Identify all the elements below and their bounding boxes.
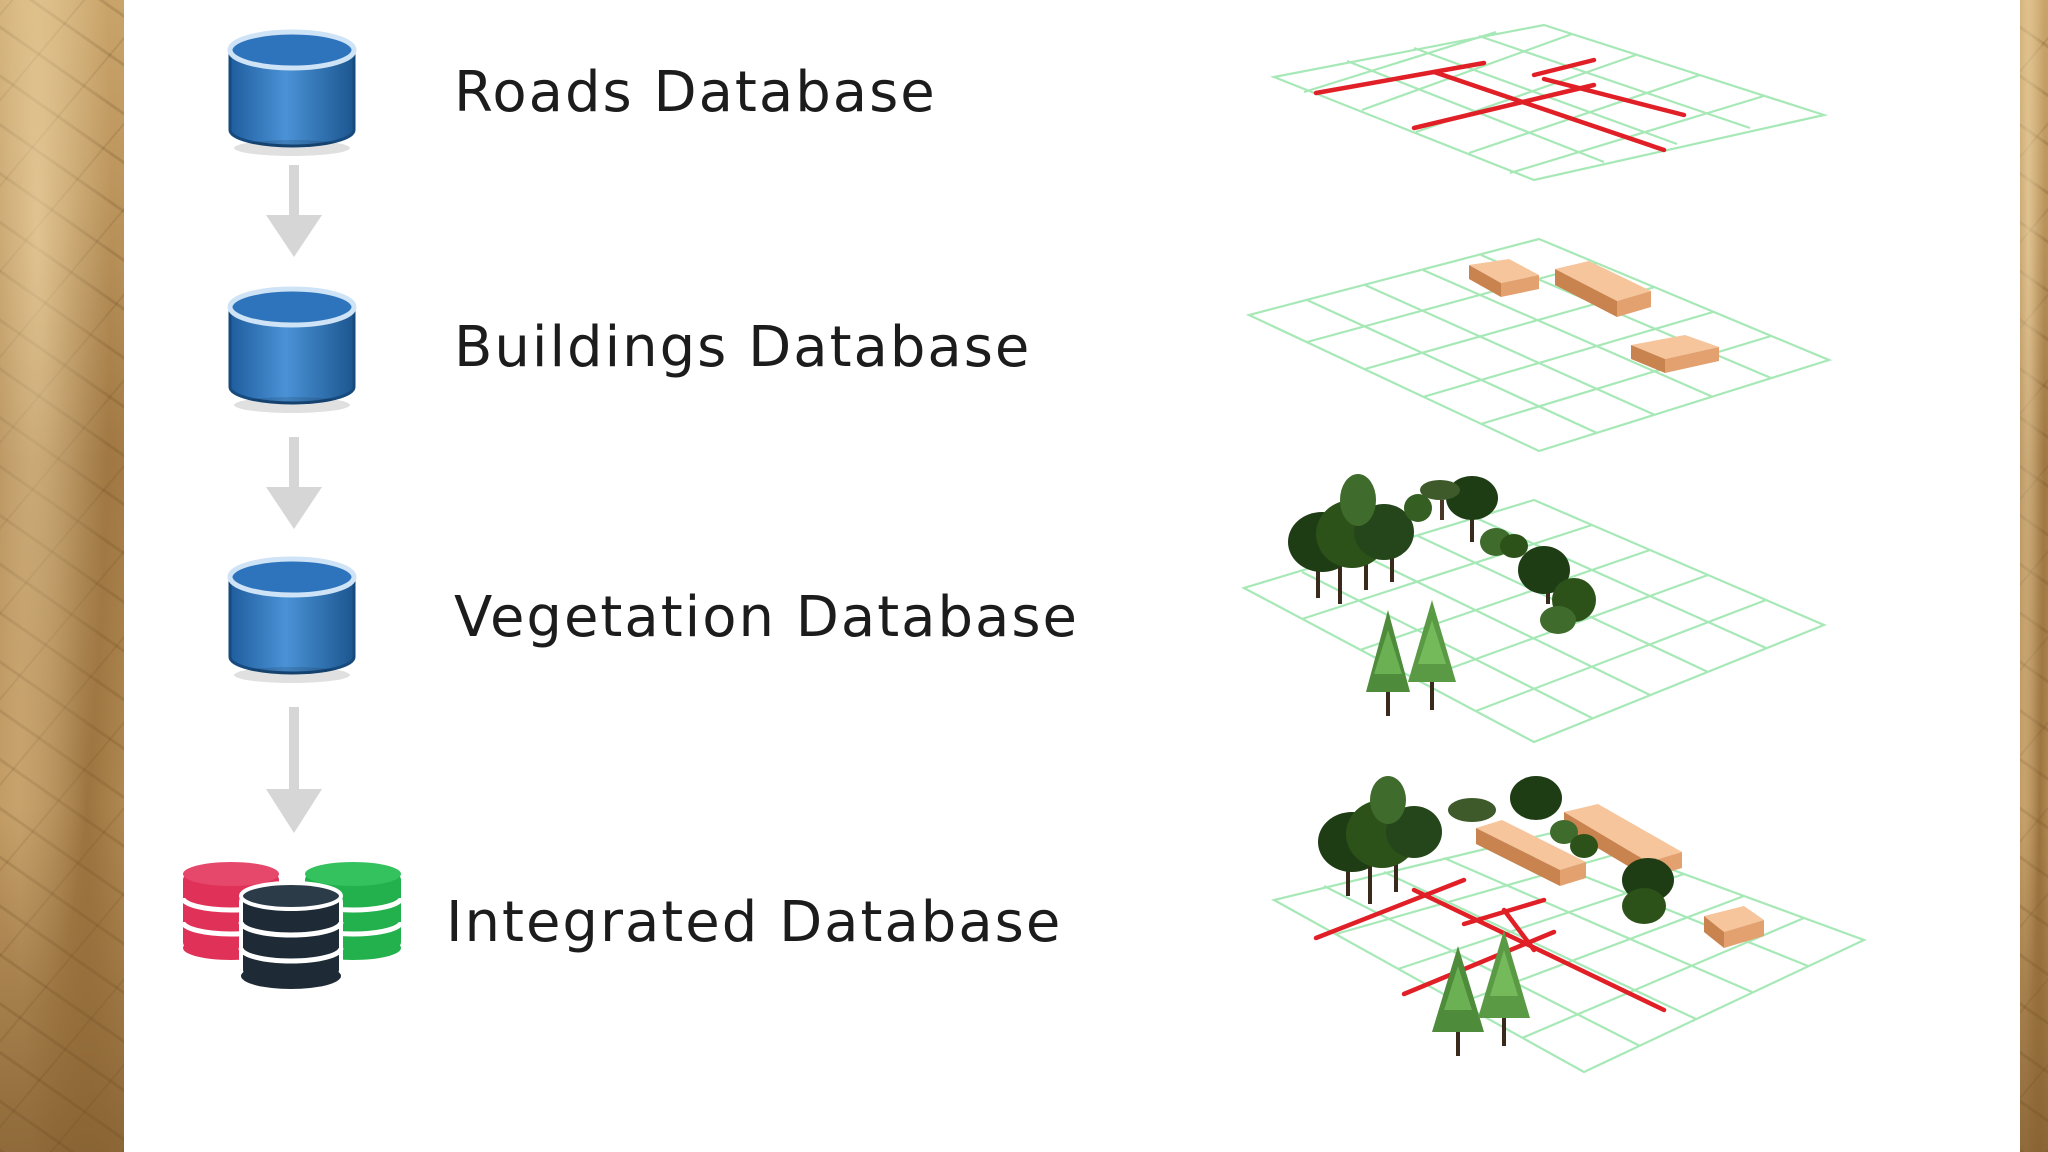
roads-layer-illustration [1270, 23, 1829, 182]
vegetation-layer-illustration [1241, 474, 1827, 744]
integrated-trees-right [1622, 858, 1674, 924]
integrated-layer-illustration [1270, 776, 1867, 1074]
arrow-down-icon-2 [266, 437, 322, 529]
integrated-buildings [1476, 804, 1764, 948]
tree-cluster-top [1404, 476, 1528, 558]
vegetation-database-label: Vegetation Database [454, 585, 1079, 650]
database-icon-vegetation [227, 556, 357, 683]
dark-database-stack [238, 881, 344, 989]
buildings-layer-illustration [1245, 237, 1833, 453]
integrated-pine-trees [1432, 930, 1530, 1056]
database-icon-roads [227, 29, 357, 156]
integrated-trees-left [1318, 776, 1442, 904]
arrow-down-icon-1 [266, 165, 322, 257]
integrated-database-icon [180, 862, 404, 989]
map-background-left [0, 0, 124, 1152]
building-block-3 [1631, 335, 1719, 373]
integrated-trees-top [1448, 776, 1598, 858]
buildings-database-label: Buildings Database [454, 315, 1032, 380]
slide: Roads Database Buildings Dat [124, 0, 2020, 1152]
tree-cluster-right [1518, 546, 1596, 634]
arrow-down-icon-3 [266, 707, 322, 833]
roads-database-label: Roads Database [454, 60, 937, 125]
building-block-2 [1555, 261, 1651, 317]
map-background-right [2020, 0, 2048, 1152]
tree-cluster-left [1288, 474, 1414, 604]
integrated-database-label: Integrated Database [446, 890, 1063, 955]
database-icon-buildings [227, 286, 357, 413]
building-block-1 [1469, 259, 1539, 297]
pine-trees [1366, 600, 1456, 716]
